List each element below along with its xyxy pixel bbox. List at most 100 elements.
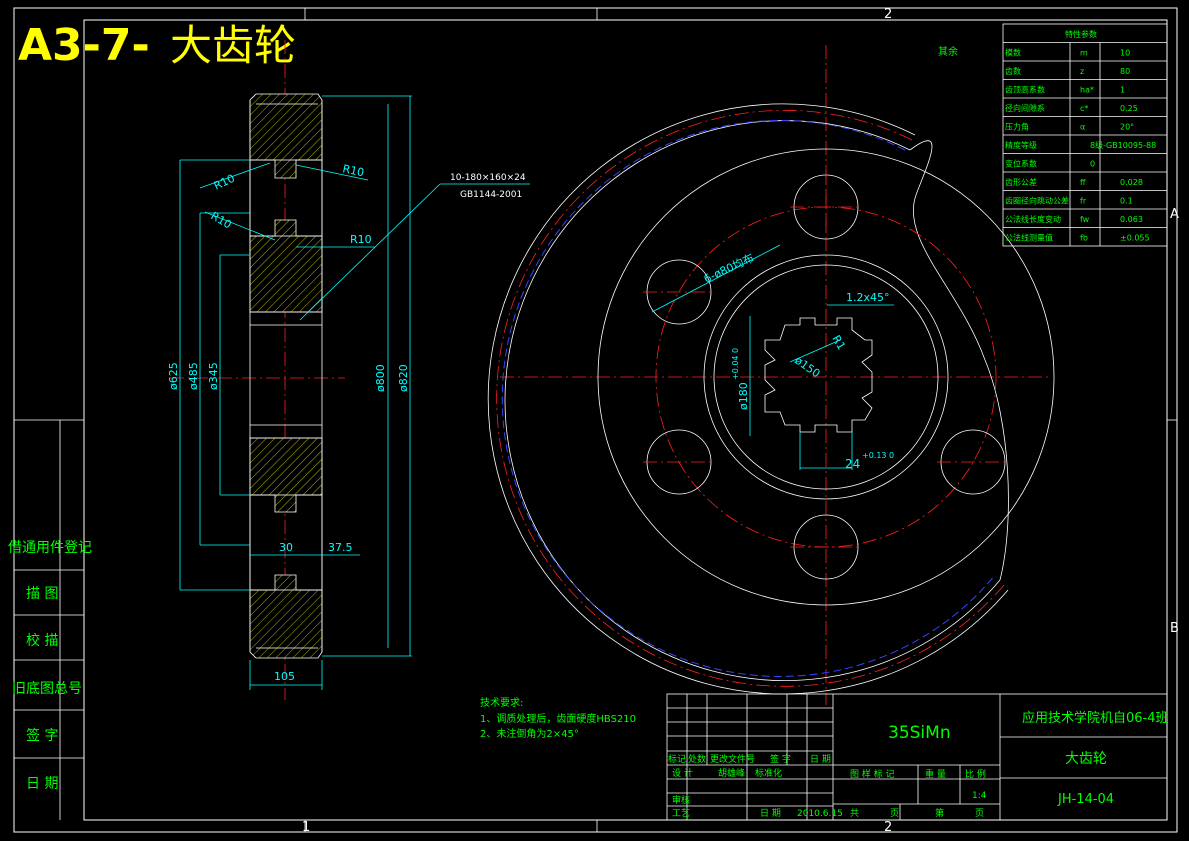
dim-d820: ø820	[397, 364, 410, 392]
dim-30: 30	[279, 541, 293, 554]
tb-date: 2010.6.15	[797, 809, 843, 819]
param-symbol: ff	[1080, 178, 1086, 187]
title-block: 标记 处数 更改文件号 签 字 日 期 设 计 胡雄峰 标准化 审核 工艺 日 …	[666, 693, 1169, 821]
param-name: 公法线测量值	[1005, 233, 1053, 243]
sheet-title-name: 大齿轮	[170, 21, 296, 70]
left-col-1: 描 图	[26, 586, 58, 602]
tb-design-label: 设 计	[672, 767, 693, 779]
param-value: 0.25	[1120, 104, 1138, 113]
tb-material: 35SiMn	[888, 723, 951, 743]
param-symbol: fw	[1080, 215, 1090, 224]
param-value: 0.028	[1120, 178, 1143, 187]
dim-d485: ø485	[187, 362, 200, 390]
param-name: 径向间隙系	[1005, 103, 1045, 113]
inner-border	[83, 19, 1168, 821]
param-symbol: z	[1080, 67, 1084, 76]
tb-part-name: 大齿轮	[1065, 751, 1107, 767]
param-name: 模数	[1005, 48, 1021, 58]
tb-std-label: 标准化	[755, 767, 782, 779]
tb-label-1: 处数	[688, 753, 706, 765]
zone-right-a: A	[1170, 207, 1179, 222]
tb-page: 页	[890, 808, 899, 819]
sheet-title-prefix: A3-7-	[18, 20, 150, 71]
dim-r10-a: R10	[212, 172, 237, 193]
tech-line-2: 2、未注倒角为2×45°	[480, 727, 579, 740]
r1-callout: R1	[829, 333, 848, 352]
param-name: 变位系数	[1005, 159, 1037, 169]
param-value: ±0.055	[1120, 234, 1150, 243]
section-view: ø625 ø485 ø345 ø800 ø820 R10 R10 R10 R10…	[167, 40, 530, 700]
param-value: 10	[1120, 49, 1130, 58]
tech-title: 技术要求:	[480, 696, 523, 709]
param-value: 8级-GB10095-88	[1090, 140, 1156, 150]
param-name: 齿数	[1005, 66, 1021, 76]
tb-date-label: 日 期	[760, 808, 781, 819]
param-name: 齿顶高系数	[1005, 85, 1045, 95]
outer-frame	[13, 7, 1178, 833]
param-symbol: c*	[1080, 104, 1088, 113]
tb-sheet: 第	[935, 807, 944, 819]
front-view: 6-ø80均布 1.2x45° R1 ø150 ø180 +0.04 0 24 …	[487, 45, 1055, 705]
tb-label-4: 日 期	[810, 754, 831, 765]
tb-label-2: 更改文件号	[710, 753, 755, 765]
dim-d345: ø345	[207, 362, 220, 390]
param-value: 0.1	[1120, 197, 1133, 206]
spline-dia-tol: +0.04 0	[731, 348, 740, 380]
tb-page2: 页	[975, 808, 984, 819]
param-name: 公法线长度变动	[1005, 214, 1061, 224]
tech-line-1: 1、调质处理后，齿面硬度HBS210	[480, 712, 636, 725]
param-symbol: fr	[1080, 197, 1087, 206]
zone-bottom-2: 2	[884, 820, 892, 835]
tb-label-3: 签 字	[770, 753, 791, 765]
left-col-3: 旧底图总号	[12, 681, 82, 697]
spline-bore	[764, 317, 873, 433]
param-value: 1	[1120, 86, 1125, 95]
left-col-5: 日 期	[26, 776, 58, 792]
param-name: 齿形公差	[1005, 177, 1037, 187]
spline-leader-2: GB1144-2001	[460, 190, 522, 200]
keyway-dim: 24	[845, 457, 860, 471]
tech-requirements: 技术要求: 1、调质处理后，齿面硬度HBS210 2、未注倒角为2×45°	[480, 696, 636, 740]
param-value: 80	[1120, 67, 1130, 76]
dim-r10-d: R10	[350, 233, 372, 246]
dim-105: 105	[274, 670, 295, 683]
zone-bottom-1: 1	[302, 820, 310, 835]
dim-d800: ø800	[374, 364, 387, 392]
param-value: 20°	[1120, 123, 1134, 132]
dim-r10-b: R10	[341, 162, 365, 179]
dim-d625: ø625	[167, 362, 180, 390]
param-symbol: α	[1080, 123, 1085, 132]
tb-scale-label: 比 例	[965, 768, 986, 780]
tb-part-code: JH-14-04	[1057, 792, 1114, 807]
left-col-4: 签 字	[26, 727, 58, 744]
param-symbol: m	[1080, 49, 1088, 58]
tb-school: 应用技术学院机自06-4班	[1022, 710, 1169, 726]
chamfer-callout: 1.2x45°	[846, 291, 890, 304]
tb-label-0: 标记	[668, 753, 686, 765]
left-register-column: 借通用件登记 描 图 校 描 旧底图总号 签 字 日 期	[8, 419, 92, 820]
spline-leader-1: 10-180×160×24	[450, 173, 526, 183]
tb-scale: 1:4	[972, 791, 987, 801]
keyway-tol: +0.13 0	[862, 451, 894, 460]
tb-process: 工艺	[672, 808, 690, 819]
param-value: 0	[1090, 160, 1095, 169]
bore-dim: ø150	[792, 354, 822, 381]
param-name: 压力角	[1005, 122, 1029, 132]
tb-stage: 图 样 标 记	[850, 768, 895, 780]
param-name: 齿圈径向跳动公差	[1005, 196, 1069, 206]
tb-review: 审核	[672, 794, 690, 806]
left-col-2: 校 描	[26, 632, 58, 649]
tb-designer: 胡雄峰	[718, 767, 745, 779]
surface-note: 其余	[938, 45, 958, 58]
zone-top-2: 2	[884, 7, 892, 22]
param-value: 0.063	[1120, 215, 1143, 224]
params-header: 特性参数	[1065, 29, 1097, 39]
zone-right-b: B	[1170, 621, 1179, 636]
holes-callout: 6-ø80均布	[702, 251, 756, 285]
left-col-0: 借通用件登记	[8, 540, 92, 556]
param-symbol: ha*	[1080, 86, 1094, 95]
tb-weight: 重 量	[925, 768, 946, 780]
spline-dia-dim: ø180	[737, 382, 750, 410]
